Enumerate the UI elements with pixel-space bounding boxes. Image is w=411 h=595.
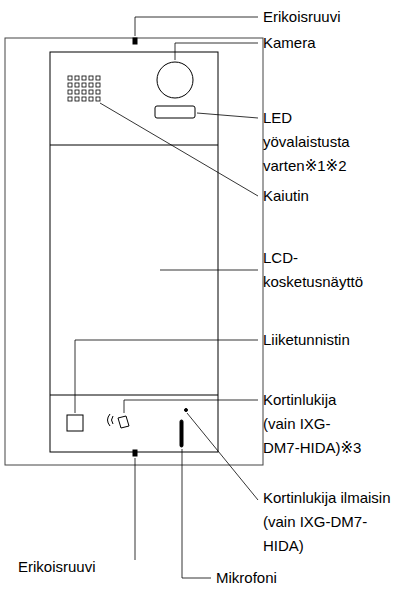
grill-hole [82,97,86,101]
part-label: Mikrofoni [216,566,366,590]
grill-hole [75,76,79,80]
grill-hole [68,83,72,87]
grill-hole [82,90,86,94]
grill-hole [68,90,72,94]
speaker-grill [68,76,100,101]
leader-lines [75,17,258,578]
motion-sensor [67,415,83,431]
special-screw [133,450,137,456]
leader-line [175,43,258,60]
led-light [155,106,195,118]
grill-hole [89,97,93,101]
grill-hole [89,90,93,94]
microphone-slot [180,420,183,447]
camera-lens [157,62,193,98]
grill-hole [89,83,93,87]
part-label: LCD-kosketusnäyttö [263,246,383,294]
grill-hole [96,83,100,87]
mounting-frame [5,38,263,465]
leader-line [187,413,258,500]
special-screw [133,38,137,44]
grill-hole [96,97,100,101]
part-label: Liiketunnistin [263,328,408,352]
leader-line [197,113,258,118]
grill-hole [68,97,72,101]
card-reader-icon [108,414,130,428]
part-label: Kortinlukija (vain IXG-DM7-HIDA)※3 [263,388,363,460]
grill-hole [75,90,79,94]
leader-line [124,400,258,413]
part-label: Kortinlukija ilmaisin (vain IXG-DM7-HIDA… [263,486,403,558]
grill-hole [82,76,86,80]
grill-hole [75,83,79,87]
part-label: Erikoisruuvi [18,555,130,579]
leader-line [182,449,211,578]
part-label: Kaiutin [263,184,408,208]
leader-line [135,17,258,36]
grill-hole [89,76,93,80]
leader-line [160,270,258,271]
part-label: Kamera [263,31,408,55]
leader-line [135,458,136,560]
leader-line [75,340,258,413]
grill-hole [82,83,86,87]
leader-line [100,103,258,196]
part-label: Erikoisruuvi [263,5,408,29]
card-reader-indicator [185,409,188,412]
grill-hole [75,97,79,101]
grill-hole [96,76,100,80]
grill-hole [96,90,100,94]
panel-divider [50,145,218,146]
grill-hole [68,76,72,80]
part-label: LED yövalaistusta varten※1※2 [263,106,373,178]
